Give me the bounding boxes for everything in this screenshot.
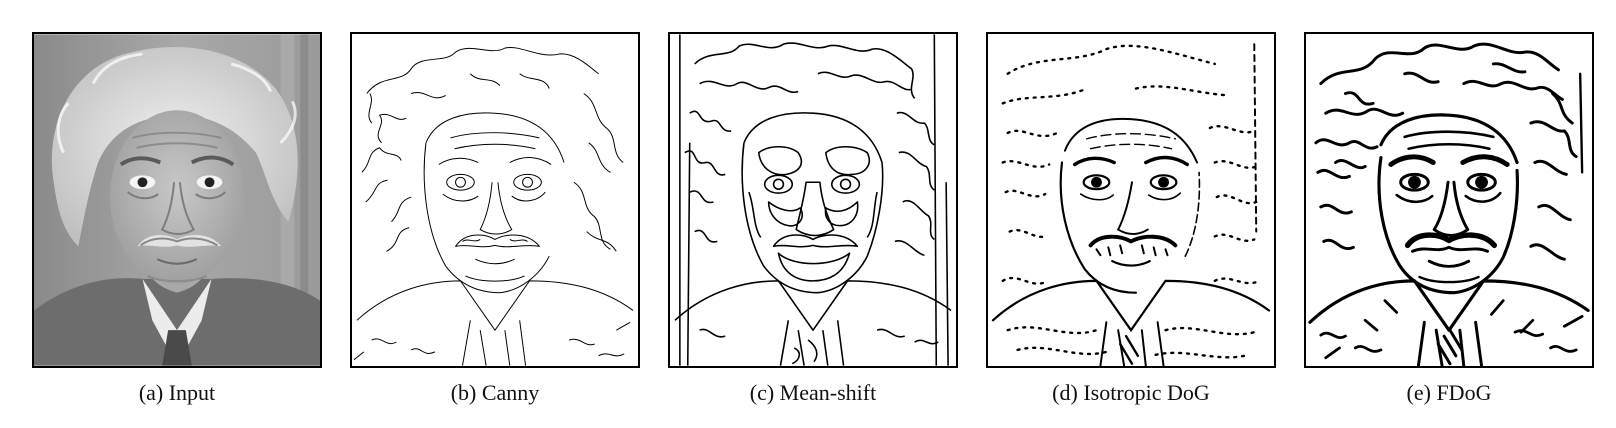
caption-input: (a) Input (138, 380, 216, 405)
isotropic-dog-line-image (991, 43, 1271, 366)
input-photo (34, 34, 320, 366)
mean-shift-panel (668, 32, 958, 368)
caption-canny: (b) Canny (450, 380, 540, 405)
caption-mean-shift: (c) Mean-shift (749, 380, 877, 405)
mean-shift-edge-image (674, 34, 952, 366)
caption-isotropic-dog: (d) Isotropic DoG (1052, 380, 1210, 405)
canny-panel (350, 32, 640, 368)
caption-fdog: (e) FDoG (1406, 380, 1492, 405)
fdog-panel (1304, 32, 1594, 368)
fdog-line-image (1308, 42, 1590, 366)
isotropic-dog-panel (986, 32, 1276, 368)
input-photo-panel (32, 32, 322, 368)
canny-edge-image (353, 46, 634, 366)
